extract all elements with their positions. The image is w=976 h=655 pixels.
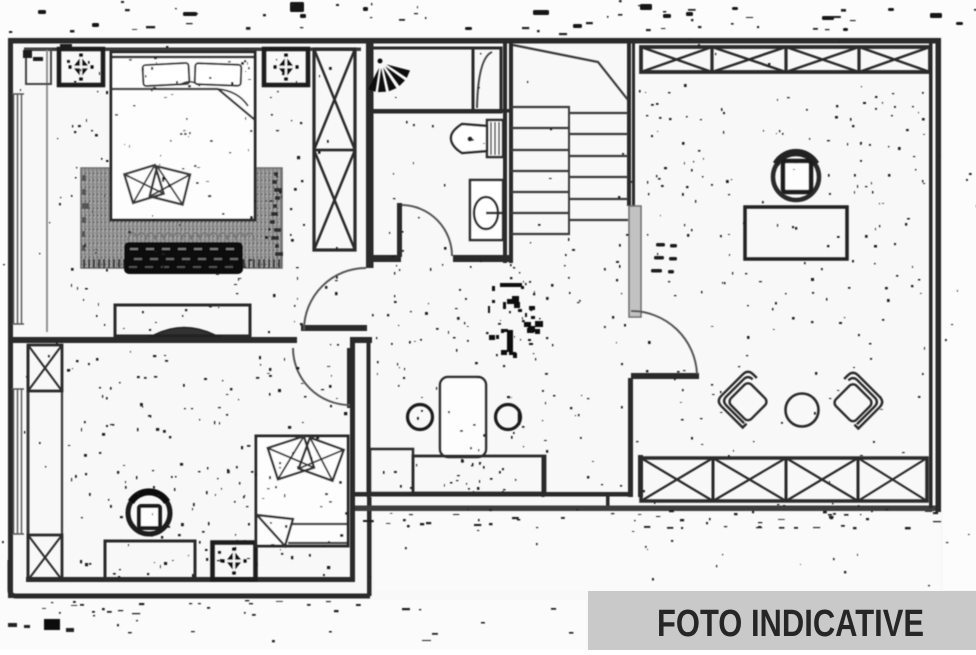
- svg-text:FOTO INDICATIVE: FOTO INDICATIVE: [657, 603, 924, 645]
